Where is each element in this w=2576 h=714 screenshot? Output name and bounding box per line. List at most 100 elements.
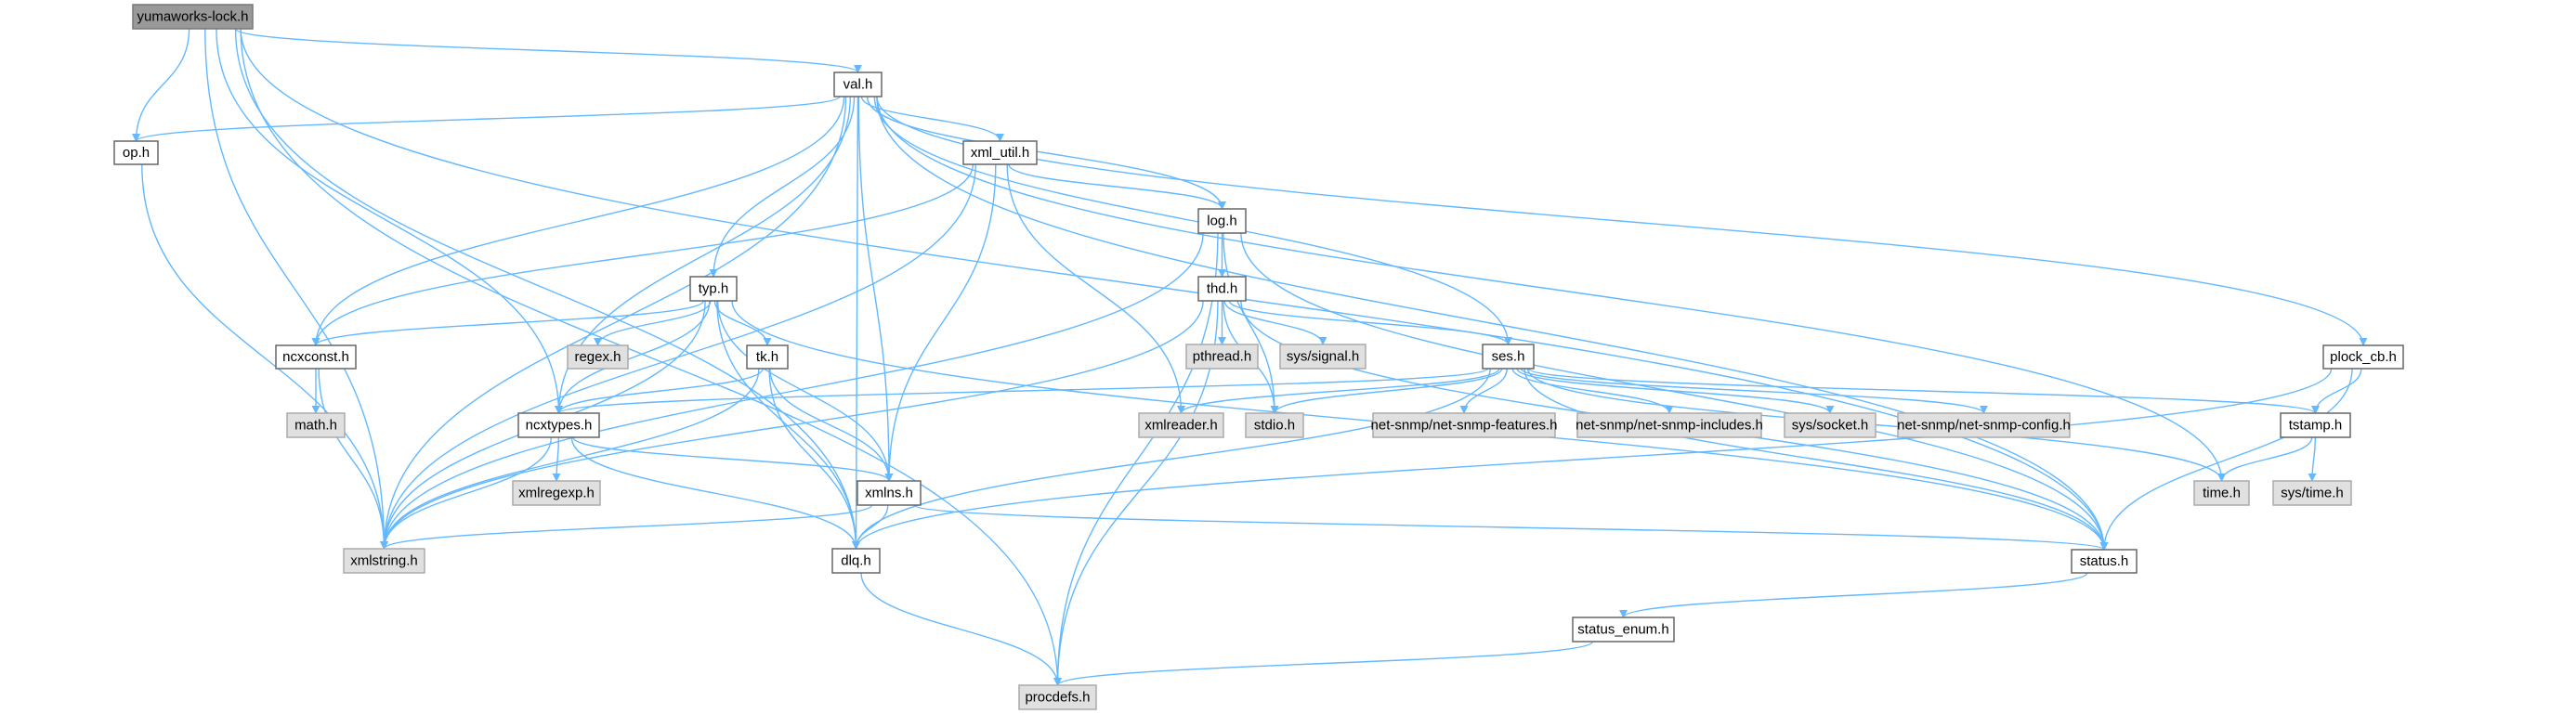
node-label: ncxconst.h [282, 349, 349, 365]
node-label: typ.h [699, 281, 729, 297]
node-box [2322, 344, 2404, 370]
edge-xml-util-h-to-xmlreader-h [1006, 163, 1185, 414]
node-label: sys/time.h [2281, 486, 2344, 501]
node-tk-h[interactable]: tk.h [746, 344, 789, 370]
node-dlq-h[interactable]: dlq.h [831, 548, 881, 574]
edge-ses-h-to-net-snmp-net-snmp-includes-h [1511, 368, 1674, 414]
edge-status-enum-h-to-procdefs-h [1053, 641, 1594, 686]
edge-tstamp-h-to-time-h [2217, 436, 2313, 482]
edge-thd-h-to-ses-h [1228, 300, 1512, 345]
node-label: procdefs.h [1025, 690, 1090, 706]
node-net-snmp-net-snmp-includes-h[interactable]: net-snmp/net-snmp-includes.h [1576, 412, 1763, 438]
nodes-layer: yumaworks-lock.h val.h op.h xml_util.h log.h… [113, 4, 2404, 710]
edges-layer [132, 28, 2368, 686]
edge-status-h-to-status-enum-h [1619, 572, 2088, 618]
node-box [1197, 276, 1247, 302]
node-box [1897, 412, 2071, 438]
node-net-snmp-net-snmp-config-h[interactable]: net-snmp/net-snmp-config.h [1897, 412, 2071, 438]
node-label: op.h [123, 145, 150, 161]
node-yumaworks-lock-h[interactable]: yumaworks-lock.h [132, 4, 254, 30]
edge-log-h-to-procdefs-h [1053, 232, 1219, 686]
edge-val-h-to-op-h [132, 96, 841, 142]
edge-yumaworks-lock-h-to-status-h [240, 28, 2109, 551]
node-label: xmlns.h [865, 486, 913, 501]
edge-ncxtypes-h-to-xmlns-h [572, 436, 894, 482]
node-thd-h[interactable]: thd.h [1197, 276, 1247, 302]
edge-val-h-to-xmlns-h [857, 96, 894, 482]
node-box [856, 480, 922, 506]
node-regex-h[interactable]: regex.h [567, 344, 629, 370]
node-box [1482, 344, 1535, 370]
node-box [1185, 344, 1259, 370]
edge-xml-util-h-to-log-h [1008, 163, 1226, 210]
edge-plock-cb-h-to-status-h [2099, 368, 2353, 551]
node-xml-util-h[interactable]: xml_util.h [962, 140, 1038, 165]
node-plock-cb-h[interactable]: plock_cb.h [2322, 344, 2404, 370]
node-time-h[interactable]: time.h [2193, 480, 2250, 506]
edge-yumaworks-lock-h-to-xmlstring-h [204, 28, 388, 550]
node-box [1372, 412, 1556, 438]
edge-log-h-to-stdio-h [1223, 232, 1279, 414]
edge-log-h-to-xmlstring-h [380, 232, 1204, 550]
node-pthread-h[interactable]: pthread.h [1185, 344, 1259, 370]
edge-typ-h-to-xmlns-h [717, 300, 894, 482]
node-ses-h[interactable]: ses.h [1482, 344, 1535, 370]
edge-thd-h-to-xmlstring-h [380, 300, 1204, 550]
node-xmlns-h[interactable]: xmlns.h [856, 480, 922, 506]
node-math-h[interactable]: math.h [286, 412, 346, 438]
edge-val-h-to-plock-cb-h [876, 96, 2368, 346]
node-status-h[interactable]: status.h [2071, 549, 2138, 574]
edge-plock-cb-h-to-dlq-h [852, 368, 2333, 550]
node-net-snmp-net-snmp-features-h[interactable]: net-snmp/net-snmp-features.h [1371, 412, 1558, 438]
node-label: net-snmp/net-snmp-config.h [1897, 418, 2071, 434]
node-tstamp-h[interactable]: tstamp.h [2280, 412, 2351, 438]
node-box [831, 548, 881, 574]
node-label: status.h [2080, 553, 2129, 569]
edge-tk-h-to-xmlstring-h [380, 368, 760, 550]
node-sys-socket-h[interactable]: sys/socket.h [1784, 412, 1876, 438]
edge-val-h-to-ncxconst-h [311, 96, 845, 346]
node-label: sys/signal.h [1287, 349, 1359, 365]
edge-typ-h-to-dlq-h [716, 300, 860, 550]
node-box [962, 140, 1038, 165]
edge-tstamp-h-to-sys-time-h [2308, 436, 2317, 482]
node-op-h[interactable]: op.h [113, 140, 159, 165]
node-procdefs-h[interactable]: procdefs.h [1018, 684, 1097, 710]
node-ncxconst-h[interactable]: ncxconst.h [275, 344, 357, 370]
node-xmlregexp-h[interactable]: xmlregexp.h [512, 480, 601, 506]
node-box [113, 140, 159, 165]
node-box [512, 480, 601, 506]
node-typ-h[interactable]: typ.h [689, 276, 738, 302]
node-val-h[interactable]: val.h [833, 71, 883, 97]
node-ncxtypes-h[interactable]: ncxtypes.h [517, 412, 600, 438]
node-status-enum-h[interactable]: status_enum.h [1572, 617, 1675, 643]
edge-ncxtypes-h-to-xmlstring-h [380, 436, 553, 550]
node-label: xmlregexp.h [518, 486, 595, 501]
edge-xml-util-h-to-ncxconst-h [311, 163, 974, 346]
node-sys-time-h[interactable]: sys/time.h [2272, 480, 2352, 506]
node-box [1138, 412, 1224, 438]
edge-typ-h-to-ncxconst-h [311, 300, 704, 346]
node-box [517, 412, 600, 438]
edge-plock-cb-h-to-tstamp-h [2311, 368, 2362, 414]
edge-tk-h-to-ncxtypes-h [555, 368, 764, 414]
edge-val-h-to-xml-util-h [860, 96, 1004, 142]
node-log-h[interactable]: log.h [1197, 208, 1247, 234]
edge-thd-h-to-procdefs-h [1053, 300, 1219, 686]
node-sys-signal-h[interactable]: sys/signal.h [1279, 344, 1366, 370]
node-stdio-h[interactable]: stdio.h [1245, 412, 1304, 438]
edge-xml-util-h-to-xmlstring-h [380, 163, 977, 550]
node-box [1018, 684, 1097, 710]
node-xmlstring-h[interactable]: xmlstring.h [343, 548, 425, 574]
edge-ses-h-to-stdio-h [1270, 368, 1503, 414]
node-label: status_enum.h [1577, 622, 1668, 638]
node-box [1576, 412, 1762, 438]
edge-yumaworks-lock-h-to-val-h [234, 28, 862, 73]
edge-xmlns-h-to-xmlstring-h [380, 504, 873, 550]
edge-dlq-h-to-procdefs-h [860, 572, 1062, 686]
node-label: pthread.h [1193, 349, 1251, 365]
edge-tk-h-to-dlq-h [768, 368, 860, 550]
edge-ncxconst-h-to-xmlstring-h [318, 368, 388, 550]
node-label: tk.h [756, 349, 778, 365]
node-xmlreader-h[interactable]: xmlreader.h [1138, 412, 1224, 438]
